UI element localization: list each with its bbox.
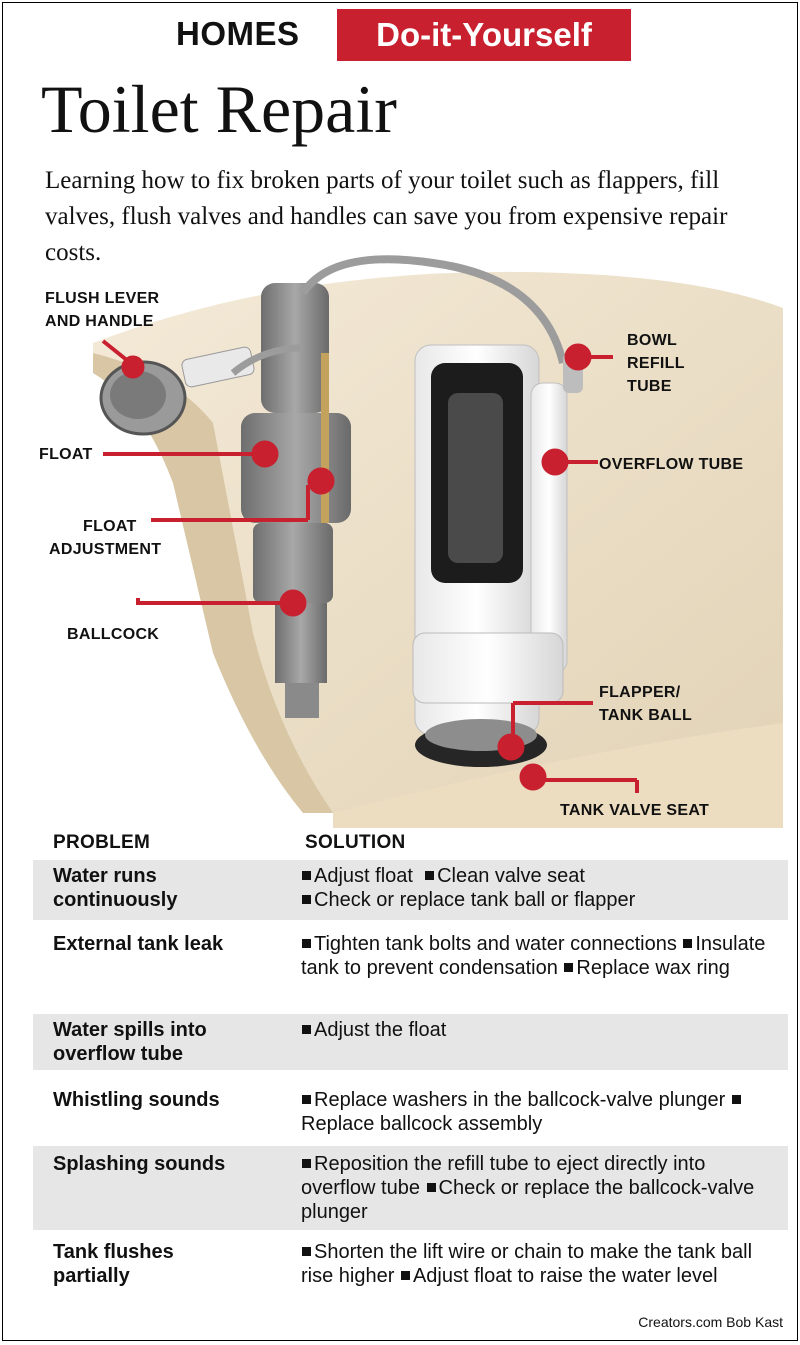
solution-cell: Adjust the float [301, 1018, 771, 1042]
solution-text: Adjust float [314, 865, 413, 887]
solution-text: Adjust float to raise the water level [412, 1265, 718, 1287]
toilet-tank-illustration: FLUSH LEVER AND HANDLE FLOAT FLOAT ADJUS… [3, 253, 797, 833]
problem-text: Whistling sounds [53, 1089, 220, 1111]
solution-text: Tighten tank bolts and water connections [314, 933, 677, 955]
callout-float-adjustment: FLOAT ADJUSTMENT [49, 515, 161, 561]
callout-bowl-refill-tube: BOWL REFILL TUBE [627, 329, 685, 398]
solution-cell: Adjust float Clean valve seat Check or r… [301, 864, 771, 912]
bullet-icon [302, 1158, 311, 1168]
header: HOMES Do-it-Yourself [3, 3, 797, 63]
problem-text: partially [53, 1265, 130, 1287]
callout-float: FLOAT [39, 446, 93, 463]
problem-cell: Water spills into overflow tube [53, 1018, 293, 1066]
problem-cell: Water runs continuously [53, 864, 293, 912]
solution-text: Check or replace tank ball or flapper [314, 889, 636, 911]
problem-text: overflow tube [53, 1043, 184, 1065]
problem-text: External tank leak [53, 933, 224, 955]
problem-text: Water spills into [53, 1019, 207, 1041]
bullet-icon [302, 894, 311, 904]
callout-flush-lever: FLUSH LEVER AND HANDLE [45, 287, 159, 333]
solution-text: Clean valve seat [437, 865, 585, 887]
intro-paragraph: Learning how to fix broken parts of your… [45, 167, 728, 266]
table-row: Water spills into overflow tube Adjust t… [33, 1014, 788, 1070]
problem-text: Splashing sounds [53, 1153, 226, 1175]
bullet-icon [302, 938, 311, 948]
problem-cell: External tank leak [53, 932, 293, 956]
callout-markers [101, 339, 639, 793]
callout-float-adjustment-line2: ADJUSTMENT [49, 541, 162, 558]
solution-text: Replace washers in the ballcock-valve pl… [314, 1089, 726, 1111]
bullet-icon [302, 1246, 311, 1256]
solution-cell: Tighten tank bolts and water connections… [301, 932, 771, 980]
solution-text: Replace ballcock assembly [301, 1113, 543, 1135]
callout-flush-lever-line1: FLUSH LEVER [45, 290, 160, 307]
callout-tank-valve-seat: TANK VALVE SEAT [560, 802, 710, 819]
tank-diagram [93, 255, 783, 828]
solution-text: Replace wax ring [576, 957, 730, 979]
bullet-icon [425, 870, 435, 880]
bullet-icon [564, 962, 574, 972]
solution-text: Check or replace the ballcock-valve plun… [301, 1177, 755, 1223]
table-row: External tank leak Tighten tank bolts an… [33, 924, 788, 1008]
callout-bowl-refill-line3: TUBE [627, 378, 672, 395]
solution-text: Adjust the float [314, 1019, 447, 1041]
solution-cell: Replace washers in the ballcock-valve pl… [301, 1088, 771, 1136]
callout-float-adjustment-line1: FLOAT [83, 518, 137, 535]
table-row: Tank flushes partially Shorten the lift … [33, 1234, 788, 1318]
table-row: Whistling sounds Replace washers in the … [33, 1076, 788, 1140]
bullet-icon [302, 870, 311, 880]
callout-overflow-tube: OVERFLOW TUBE [599, 456, 744, 473]
table-row: Water runs continuously Adjust float Cle… [33, 860, 788, 920]
problem-cell: Splashing sounds [53, 1152, 293, 1176]
column-header-problem: PROBLEM [53, 832, 151, 853]
bullet-icon [426, 1182, 436, 1192]
callout-flapper: FLAPPER/ TANK BALL [599, 681, 692, 727]
solution-text: Shorten the lift wire or chain to make t… [301, 1241, 753, 1287]
callout-flapper-line2: TANK BALL [599, 707, 693, 724]
table-row: Splashing sounds Reposition the refill t… [33, 1146, 788, 1230]
credit-line: Creators.com Bob Kast [638, 1314, 783, 1330]
tank-floor [333, 723, 783, 828]
bullet-icon [731, 1094, 741, 1104]
problem-text: continuously [53, 889, 178, 911]
page-title: Toilet Repair [41, 71, 397, 147]
problem-cell: Whistling sounds [53, 1088, 293, 1112]
problem-text: Water runs [53, 865, 157, 887]
refill-tube [299, 255, 567, 364]
float-cup [241, 413, 351, 523]
bullet-icon [400, 1270, 410, 1280]
solution-text: Insulate tank to prevent condensation [301, 933, 766, 979]
problem-text: Tank flushes [53, 1241, 174, 1263]
callout-flush-lever-line2: AND HANDLE [45, 313, 154, 330]
bullet-icon [302, 1094, 311, 1104]
bullet-icon [302, 1024, 311, 1034]
callout-ballcock: BALLCOCK [67, 626, 160, 643]
callout-flapper-line1: FLAPPER/ [599, 684, 681, 701]
tank-left-wall [93, 353, 333, 813]
callout-bowl-refill-line1: BOWL [627, 332, 678, 349]
callout-bowl-refill-line2: REFILL [627, 355, 685, 372]
solution-cell: Reposition the refill tube to eject dire… [301, 1152, 771, 1224]
problem-cell: Tank flushes partially [53, 1240, 293, 1288]
section-badge: Do-it-Yourself [337, 9, 631, 61]
ballcock-body [275, 603, 327, 683]
section-kicker: HOMES [176, 15, 300, 52]
overflow-tube [530, 382, 568, 674]
bullet-icon [683, 938, 693, 948]
column-header-solution: SOLUTION [305, 832, 406, 853]
solution-cell: Shorten the lift wire or chain to make t… [301, 1240, 771, 1288]
solution-text: Reposition the refill tube to eject dire… [301, 1153, 706, 1199]
